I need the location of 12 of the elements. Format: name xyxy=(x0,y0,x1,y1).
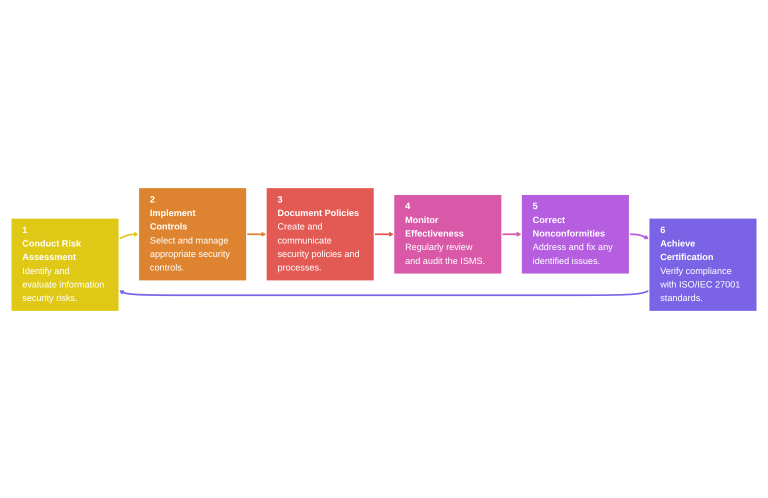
node-box: 2 Implement Controls Select and manage appropriate security controls. xyxy=(138,186,248,282)
arrow xyxy=(374,231,394,236)
arrow xyxy=(502,231,522,236)
node-box: 1 Conduct Risk Assessment Identify and evaluate information security risks. xyxy=(10,216,120,312)
arrow xyxy=(630,232,650,239)
node-box: 5 Correct Nonconformities Address and fix any identified issues. xyxy=(520,193,630,274)
node-box: 6 Achieve Certification Verify compliance with ISO/IEC 27001 standards. xyxy=(648,216,758,312)
arrow xyxy=(246,231,266,236)
node-box: 4 Monitor Effectiveness Regularly review and audit the ISMS. xyxy=(393,193,502,274)
arrow xyxy=(118,231,139,240)
arrow xyxy=(118,289,650,296)
node-box: 3 Document Policies Create and communicate security policies and processes. xyxy=(266,186,375,282)
